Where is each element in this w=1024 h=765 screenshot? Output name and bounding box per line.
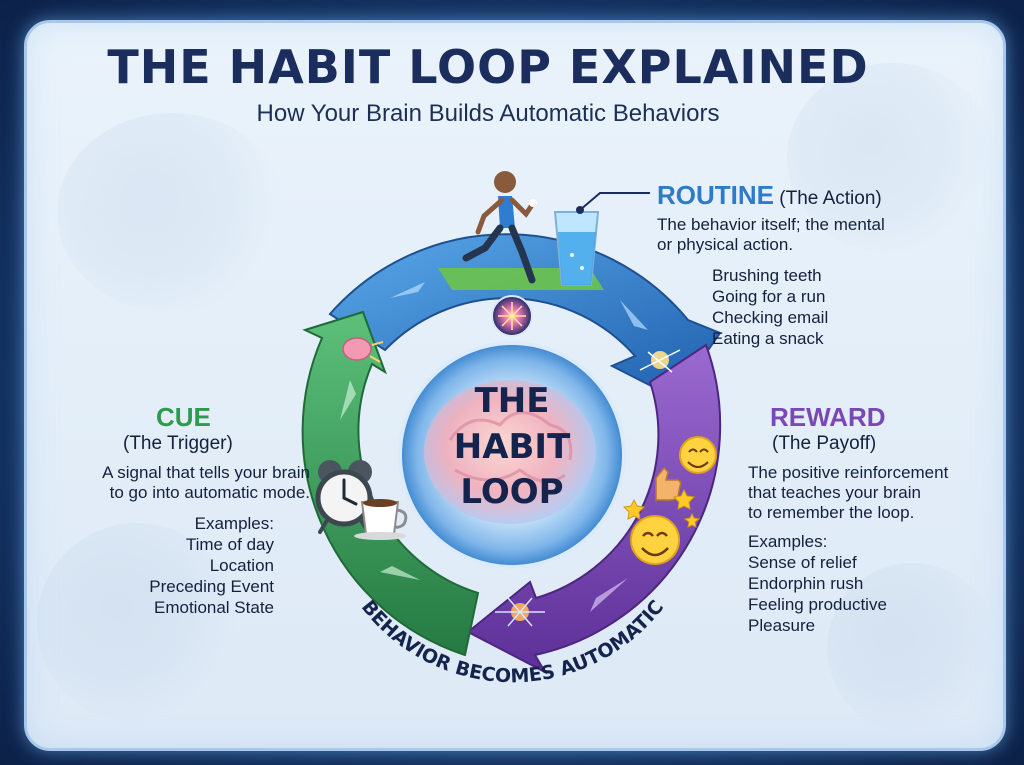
page-title: THE HABIT LOOP EXPLAINED — [107, 40, 869, 94]
cue-subheading: (The Trigger) — [123, 433, 233, 454]
cue-examples-label: Examples: — [194, 514, 274, 533]
cue-heading: CUE — [156, 402, 211, 432]
routine-heading-suffix: (The Action) — [774, 188, 882, 209]
ring-arrow-icon — [390, 282, 425, 298]
background-neuron-icon — [827, 563, 997, 733]
brain-spark-icon — [491, 295, 533, 337]
list-item: Checking email — [712, 308, 829, 327]
star-icon — [622, 498, 646, 520]
coffee-cup-icon — [354, 499, 408, 540]
list-item: Endorphin rush — [748, 574, 864, 593]
background-brain-icon — [57, 113, 287, 313]
center-title-line3: LOOP — [460, 472, 563, 512]
brain-spark-icon — [342, 337, 384, 363]
ring-arrow-icon — [590, 578, 628, 612]
neuron-spark-icon — [495, 597, 545, 627]
routine-description-line1: The behavior itself; the mental — [657, 215, 885, 234]
background-neuron-icon — [37, 523, 237, 723]
list-item: Eating a snack — [712, 329, 824, 348]
list-item: Sense of relief — [748, 553, 857, 572]
reward-examples-label: Examples: — [748, 532, 828, 551]
neuron-spark-icon — [639, 349, 681, 373]
reward-heading: REWARD — [770, 402, 886, 432]
routine-examples: Brushing teeth Going for a run Checking … — [657, 265, 957, 349]
reward-examples: Examples: Sense of relief Endorphin rush… — [748, 531, 988, 636]
center-title-line2: HABIT — [454, 427, 571, 467]
routine-callout-line — [579, 192, 650, 211]
page-subtitle: How Your Brain Builds Automatic Behavior… — [256, 100, 720, 127]
cue-description-line2: to go into automatic mode. — [109, 483, 310, 502]
reward-arc-segment — [466, 343, 722, 675]
list-item: Brushing teeth — [712, 266, 822, 285]
list-item: Location — [209, 556, 274, 575]
center-title-line1: THE — [475, 381, 550, 421]
list-item: Pleasure — [748, 616, 816, 635]
list-item: Time of day — [185, 535, 274, 554]
routine-description-line2: or physical action. — [657, 235, 794, 254]
runner-icon — [462, 171, 537, 284]
routine-heading: ROUTINE — [657, 180, 774, 210]
thumbs-up-icon — [655, 466, 682, 501]
cue-description-line1: A signal that tells your brain — [102, 463, 310, 482]
list-item: Feeling productive — [748, 595, 887, 614]
smiley-icon — [630, 515, 680, 565]
reward-description-line3: to remember the loop. — [748, 503, 915, 522]
list-item: Emotional State — [153, 598, 274, 617]
ring-arrow-icon — [380, 566, 420, 580]
reward-description-line1: The positive reinforcement — [748, 463, 949, 482]
cue-examples: Examples: Time of day Location Preceding… — [48, 513, 310, 618]
list-item: Preceding Event — [149, 577, 274, 596]
alarm-clock-icon — [315, 460, 373, 534]
background-brain-icon — [787, 63, 997, 253]
ring-arrow-icon — [340, 380, 356, 420]
water-glass-icon — [553, 211, 600, 286]
brain-icon — [424, 380, 596, 524]
routine-arc-segment — [328, 233, 722, 400]
ring-arrow-icon — [620, 300, 648, 330]
list-item: Going for a run — [712, 287, 826, 306]
star-icon — [683, 512, 701, 528]
routine-section: ROUTINE (The Action) The behavior itself… — [657, 180, 957, 349]
reward-section: REWARD (The Payoff) The positive reinfor… — [748, 402, 988, 636]
cue-section: CUE (The Trigger) A signal that tells yo… — [48, 402, 310, 618]
reward-description-line2: that teaches your brain — [748, 483, 921, 502]
star-icon — [672, 488, 696, 510]
reward-subheading: (The Payoff) — [772, 433, 877, 454]
smiley-icon — [679, 436, 717, 474]
